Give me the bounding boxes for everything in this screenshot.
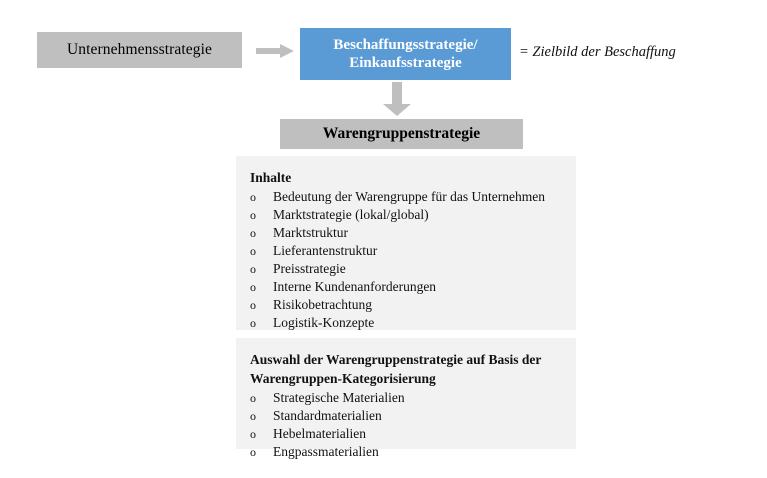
list-item-label: Hebelmaterialien [273,425,366,441]
bullet-icon: o [250,207,256,222]
panel-selection-heading: Auswahl der Warengruppenstrategie auf Ba… [250,352,542,367]
node-corporate-strategy-label: Unternehmensstrategie [67,41,212,58]
list-item-label: Marktstruktur [273,224,348,240]
list-item-label: Marktstrategie (lokal/global) [273,206,429,222]
bullet-icon: o [250,189,256,204]
arrow-down-icon [383,82,411,116]
list-item: o Engpassmaterialien [250,443,562,461]
node-procurement-strategy-line1: Beschaffungsstrategie/ [333,36,478,53]
list-item: o Interne Kundenanforderungen [250,278,562,296]
bullet-icon: o [250,243,256,258]
list-item-label: Standardmaterialien [273,407,382,423]
list-item-label: Interne Kundenanforderungen [273,278,437,294]
list-item-label: Preisstrategie [273,260,346,276]
list-item-label: Strategische Materialien [273,389,405,405]
bullet-icon: o [250,297,256,312]
node-procurement-strategy-text: Beschaffungsstrategie/ Einkaufsstrategie [329,36,481,73]
bullet-icon: o [250,225,256,240]
list-item: o Strategische Materialien [250,389,562,407]
bullet-icon: o [250,279,256,294]
annotation-target-image: = Zielbild der Beschaffung [519,44,676,60]
node-procurement-strategy-line2: Einkaufsstrategie [349,55,462,71]
bullet-icon: o [250,426,256,441]
bullet-icon: o [250,390,256,405]
list-item: o Marktstruktur [250,224,562,242]
list-item: o Lieferantenstruktur [250,242,562,260]
node-procurement-strategy: Beschaffungsstrategie/ Einkaufsstrategie [300,28,511,80]
list-item: o Risikobetrachtung [250,296,562,314]
panel-contents-list: o Bedeutung der Warengruppe für das Unte… [250,188,562,332]
bullet-icon: o [250,261,256,276]
list-item-label: Bedeutung der Warengruppe für das Untern… [273,188,545,204]
bullet-icon: o [250,315,256,330]
list-item-label: Lieferantenstruktur [273,242,378,258]
node-category-strategy: Warengruppenstrategie [280,119,523,149]
list-item: o Marktstrategie (lokal/global) [250,206,562,224]
list-item: o Preisstrategie [250,260,562,278]
node-corporate-strategy: Unternehmensstrategie [37,32,242,68]
list-item-label: Risikobetrachtung [273,296,372,312]
panel-selection: Auswahl der Warengruppenstrategie auf Ba… [236,338,576,459]
node-category-strategy-label: Warengruppenstrategie [322,125,481,142]
panel-selection-heading-line2: Warengruppen-Kategorisierung [250,370,436,386]
list-item: o Logistik-Konzepte [250,314,562,332]
arrow-right-icon [256,44,294,58]
panel-selection-list: o Strategische Materialien o Standardmat… [250,389,562,461]
list-item: o Hebelmaterialien [250,425,562,443]
panel-contents-heading: Inhalte [250,170,292,185]
bullet-icon: o [250,408,256,423]
list-item-label: Engpassmaterialien [273,443,379,459]
list-item: o Standardmaterialien [250,407,562,425]
list-item: o Bedeutung der Warengruppe für das Unte… [250,188,562,206]
panel-contents: Inhalte o Bedeutung der Warengruppe für … [236,156,576,330]
bullet-icon: o [250,444,256,459]
list-item-label: Logistik-Konzepte [273,314,375,330]
